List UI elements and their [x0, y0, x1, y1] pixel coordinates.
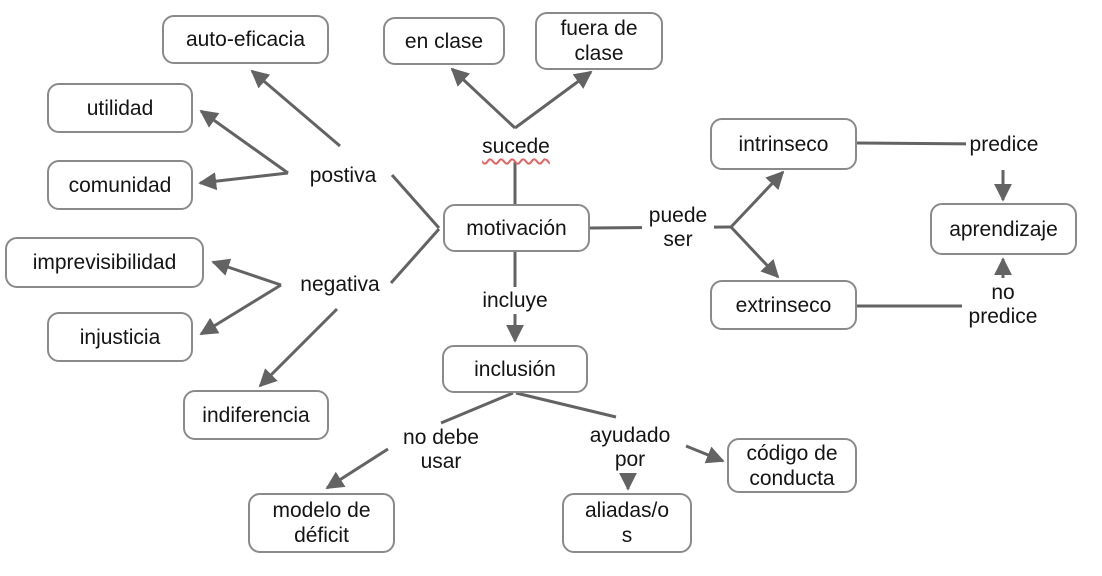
node-injusticia[interactable]: injusticia	[47, 312, 193, 362]
edge-negativa-to-injusticia[interactable]	[199, 283, 282, 336]
link-label-ayudado-por[interactable]: ayudado por	[584, 423, 676, 473]
link-label-sucede[interactable]: sucede	[477, 133, 555, 161]
link-label-incluye[interactable]: incluye	[477, 287, 553, 314]
link-label-no-debe-usar[interactable]: no debe usar	[396, 425, 486, 475]
edge-postiva-to-comunidad[interactable]	[198, 171, 289, 191]
node-extrinseco[interactable]: extrinseco	[710, 280, 857, 330]
edge-puede-ser-to-extrinseco[interactable]	[729, 225, 780, 279]
edge-sucede-to-en-clase[interactable]	[450, 67, 517, 130]
node-intrinseco[interactable]: intrinseco	[710, 118, 857, 170]
edge-motivacion-to-negativa[interactable]	[389, 228, 441, 284]
edge-puede-ser-to-intrinseco[interactable]	[729, 170, 785, 229]
node-motivacion[interactable]: motivación	[443, 204, 590, 252]
edge-postiva-to-utilidad[interactable]	[199, 109, 289, 175]
link-label-predice[interactable]: predice	[966, 131, 1042, 158]
node-modelo-de-deficit[interactable]: modelo de déficit	[248, 493, 395, 553]
edge-negativa-to-indiferencia[interactable]	[258, 307, 339, 388]
edge-motivacion-to-postiva[interactable]	[390, 174, 441, 229]
edge-no-debe-usar-to-modelo-deficit[interactable]	[325, 447, 389, 490]
node-comunidad[interactable]: comunidad	[47, 160, 193, 210]
link-label-negativa[interactable]: negativa	[293, 272, 387, 298]
node-aprendizaje[interactable]: aprendizaje	[930, 203, 1077, 255]
node-imprevisibilidad[interactable]: imprevisibilidad	[5, 237, 204, 288]
node-en-clase[interactable]: en clase	[383, 17, 505, 65]
node-utilidad[interactable]: utilidad	[47, 83, 193, 133]
node-indiferencia[interactable]: indiferencia	[183, 390, 329, 440]
node-fuera-de-clase[interactable]: fuera de clase	[535, 12, 663, 70]
edge-ayudado-por-to-codigo-conducta[interactable]	[685, 444, 725, 464]
link-label-puede-ser[interactable]: puede ser	[642, 203, 714, 253]
edge-sucede-to-fuera-de-clase[interactable]	[514, 70, 593, 130]
edge-intrinseco-to-predice[interactable]	[856, 141, 986, 146]
edge-negativa-to-imprevisibilidad[interactable]	[211, 258, 282, 287]
edge-inclusion-to-ayudado-por[interactable]	[515, 391, 617, 419]
node-codigo-de-conducta[interactable]: código de conducta	[727, 438, 857, 493]
node-inclusion[interactable]: inclusión	[442, 345, 588, 393]
link-label-no-predice[interactable]: no predice	[962, 280, 1044, 330]
link-label-postiva[interactable]: postiva	[302, 163, 384, 189]
node-auto-eficacia[interactable]: auto-eficacia	[162, 15, 329, 64]
edge-inclusion-to-no-debe-usar[interactable]	[440, 391, 514, 425]
edge-postiva-to-auto-eficacia[interactable]	[250, 69, 341, 148]
node-aliadas-os[interactable]: aliadas/os	[562, 493, 692, 553]
